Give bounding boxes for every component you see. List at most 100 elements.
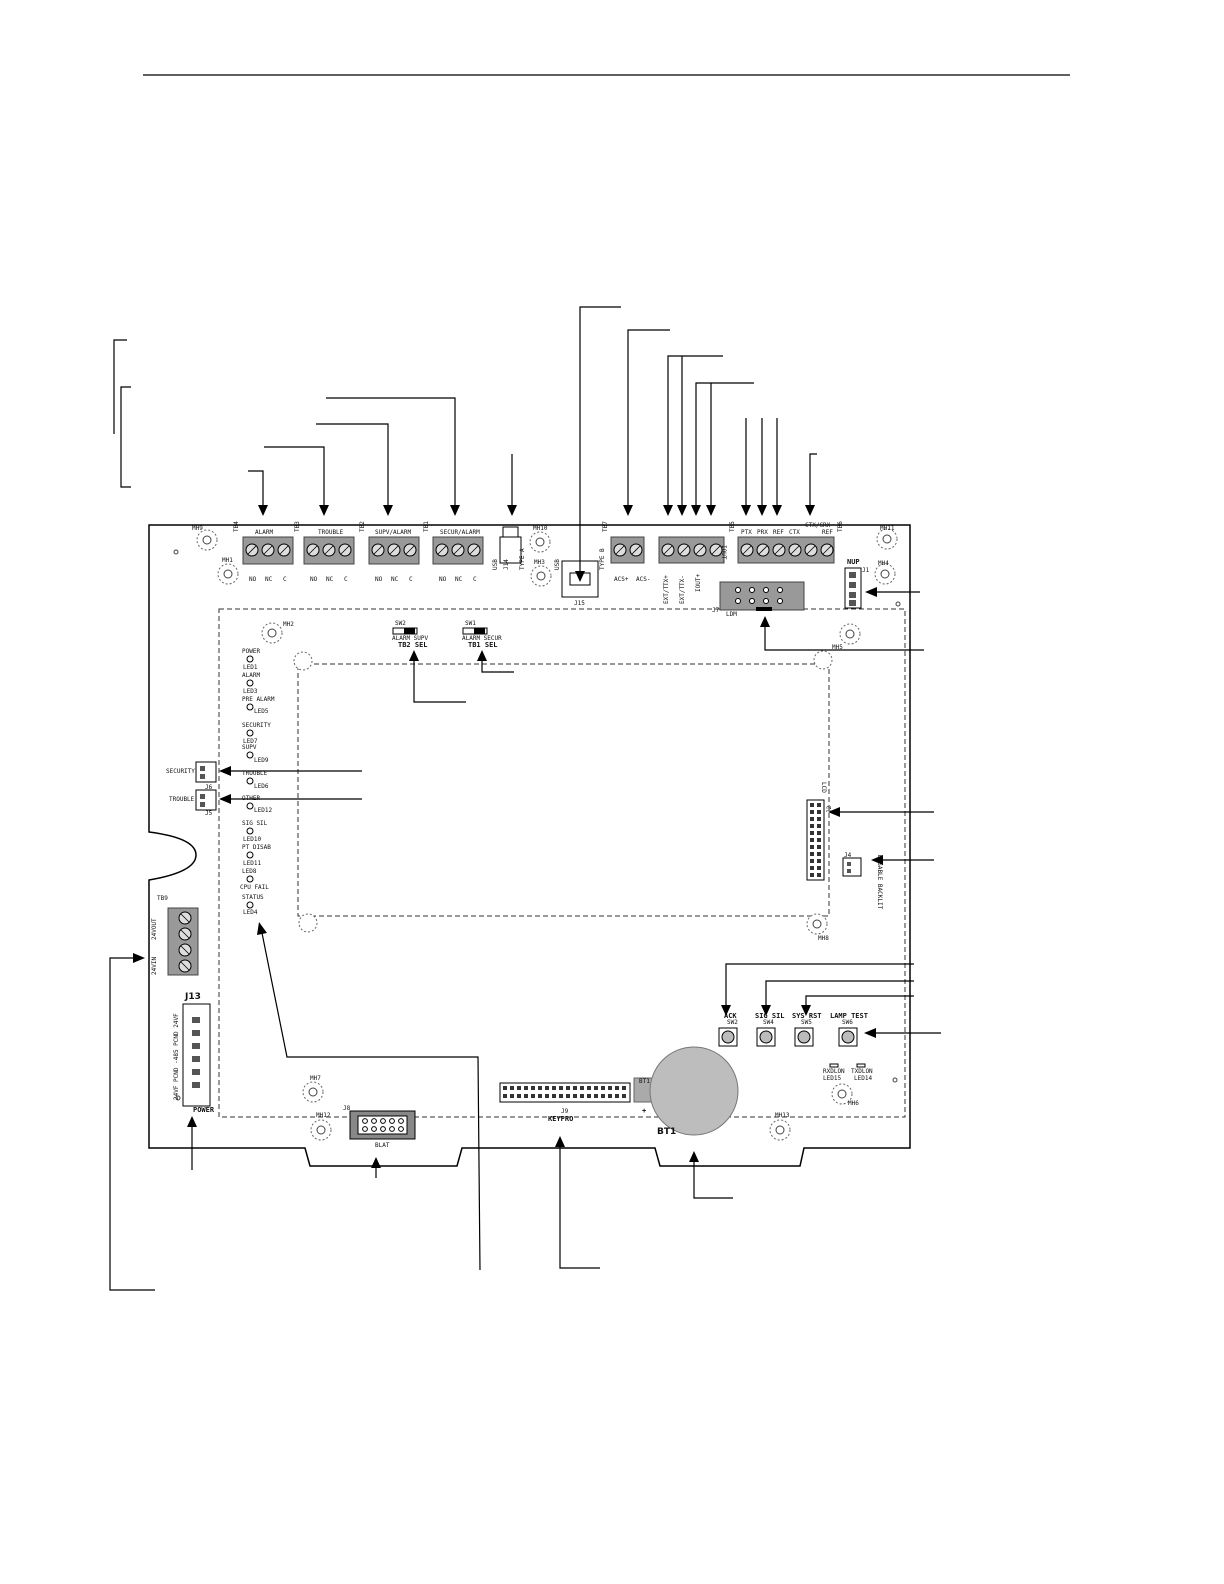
tb3-trouble-terminal[interactable]: TB3 TROUBLE NO NC C <box>294 521 355 583</box>
battery-silk-ref: BT1 <box>639 1078 650 1085</box>
tb2-pin-no: NO <box>375 576 383 583</box>
j9-label: KEYPRO <box>548 1115 573 1123</box>
nup-ref: J1 <box>862 567 870 574</box>
tb2-name: SUPV/ALARM <box>375 529 412 536</box>
led-led8: LED8 <box>242 868 257 883</box>
sw2-options: ALARM SUPV <box>392 635 429 642</box>
mh-label: MH1 <box>222 557 233 564</box>
sw1-ref: SW1 <box>465 620 476 627</box>
ldm-connector-j7[interactable]: J7 LDM <box>712 581 805 618</box>
sw1-tb1-select-switch[interactable]: SW1 ALARM SECUR TB1 SEL <box>462 620 502 649</box>
tb4-ref: TB4 <box>233 521 240 532</box>
ldm-label: LDM <box>726 611 737 618</box>
keypro-pin <box>510 1094 514 1098</box>
tb4-alarm-terminal[interactable]: TB4 ALARM NO NC C <box>233 521 294 583</box>
usb-b-type: TYPE B <box>599 548 606 570</box>
j4-ref: J4 <box>844 852 852 859</box>
led-name: PT DISAB <box>242 844 271 851</box>
tb9-ref: TB9 <box>157 895 168 902</box>
tb7-terminal[interactable]: TB7 ACS+ ACS- <box>602 521 650 583</box>
tb8-pin-4: IOUT- <box>720 545 727 563</box>
mounting-hole: MH1 <box>217 557 239 585</box>
led-ref: LED1 <box>243 664 258 671</box>
tb5-terminal[interactable]: TB5 PTX PRX REF CTX CTX/CRX REF TB6 <box>729 521 844 564</box>
keypro-pin <box>545 1086 549 1090</box>
keypro-pin <box>545 1094 549 1098</box>
lcd-connector-j2[interactable]: J2 LCD <box>806 782 833 881</box>
tb3-pin-c: C <box>344 576 348 583</box>
usb-type-a-j14[interactable]: USB J14 TYPE A <box>492 526 526 570</box>
nup-connector-j1[interactable]: NUP J1 <box>844 558 870 609</box>
tb1-ref: TB1 <box>423 521 430 532</box>
lamp-test-button-sw6[interactable]: LAMP TEST SW6 <box>830 1012 868 1047</box>
rxdlon-led: RXDLON LED15 <box>823 1063 845 1082</box>
lcd-ref: J2 <box>826 805 833 813</box>
tb8-pin-2: EXT/TTX- <box>679 575 686 604</box>
mounting-hole: MH12 <box>310 1112 332 1141</box>
mh-label: MH12 <box>316 1112 331 1119</box>
ack-name: ACK <box>724 1012 737 1020</box>
mh-label: MH10 <box>533 525 548 532</box>
j13-label: POWER <box>193 1106 215 1114</box>
led-name: POWER <box>242 648 260 655</box>
keypro-pin <box>587 1094 591 1098</box>
callout-leaders <box>109 306 941 1291</box>
tb8-terminal[interactable]: EXT/TTX+ EXT/TTX- IOUT+ IOUT- <box>658 536 727 604</box>
keypro-pin <box>559 1086 563 1090</box>
usb-a-ref: J14 <box>503 559 510 570</box>
sw2-tb2-select-switch[interactable]: SW2 ALARM SUPV TB2 SEL <box>392 620 429 649</box>
j9-keypro-header[interactable]: J9 KEYPRO <box>499 1082 631 1123</box>
tb5-pin-ref: REF <box>773 529 784 536</box>
mh-label: MH11 <box>880 525 895 532</box>
led-name: TROUBLE <box>242 770 268 777</box>
keypro-pin <box>517 1086 521 1090</box>
usb-b-label: USB <box>554 559 561 570</box>
j8-label: BLAT <box>375 1142 390 1149</box>
j8-ref: J8 <box>343 1105 351 1112</box>
mh-label: MH4 <box>878 560 889 567</box>
tb2-supv-alarm-terminal[interactable]: TB2 SUPV/ALARM NO NC C <box>359 521 420 583</box>
led-ref: LED7 <box>243 738 258 745</box>
j8-blat-connector[interactable]: J8 BLAT <box>343 1105 416 1149</box>
keypro-pin <box>622 1094 626 1098</box>
tb1-secur-alarm-terminal[interactable]: TB1 SECUR/ALARM NO NC C <box>423 521 484 583</box>
tb4-pin-nc: NC <box>265 576 273 583</box>
j4-backlight-connector[interactable]: J4 DISABLE BACKLIT <box>842 852 883 910</box>
tb2-pin-nc: NC <box>391 576 399 583</box>
j6-security-connector[interactable]: SECURITY J6 <box>166 761 217 791</box>
battery-polarity: + <box>642 1107 646 1115</box>
led-ref: LED3 <box>243 688 258 695</box>
battery-bt1[interactable]: BT1 + BT1 <box>633 1046 739 1137</box>
j5-trouble-connector[interactable]: TROUBLE J5 <box>169 789 217 817</box>
sw2-ref: SW2 <box>395 620 406 627</box>
keypro-pin <box>608 1086 612 1090</box>
j5-label: TROUBLE <box>169 796 195 803</box>
board-outline <box>148 524 911 1167</box>
mh-label: MH5 <box>832 644 843 651</box>
display-outer-outline <box>218 608 906 1118</box>
sig-sil-name: SIG SIL <box>755 1012 785 1020</box>
led-ref: LED5 <box>254 708 269 715</box>
ack-button-sw2[interactable]: ACK SW2 <box>718 1012 738 1047</box>
tb5-pin-ptx: PTX <box>741 529 752 536</box>
led-ref: LED12 <box>254 807 272 814</box>
mounting-hole: MH9 <box>192 525 218 551</box>
mounting-hole: MH8 <box>806 913 829 942</box>
mh-label: MH2 <box>283 621 294 628</box>
sig-sil-button-sw4[interactable]: SIG SIL SW4 <box>755 1012 785 1047</box>
sys-rst-ref: SW5 <box>801 1019 812 1026</box>
j13-ref: J13 <box>184 992 201 1002</box>
sys-rst-button-sw5[interactable]: SYS RST SW5 <box>792 1012 822 1047</box>
led-name: SIG SIL <box>242 820 268 827</box>
tb9-power-terminal[interactable]: TB9 24VOUT 24VIN <box>151 895 199 976</box>
j13-power-connector[interactable]: J13 24VF PCND -485 PCND 24VF POWER <box>173 992 215 1114</box>
led-power: POWER LED1 <box>242 648 260 671</box>
keypro-pin <box>552 1086 556 1090</box>
tb1-name: SECUR/ALARM <box>440 529 480 536</box>
keypro-pin <box>566 1094 570 1098</box>
nup-label: NUP <box>847 558 860 566</box>
